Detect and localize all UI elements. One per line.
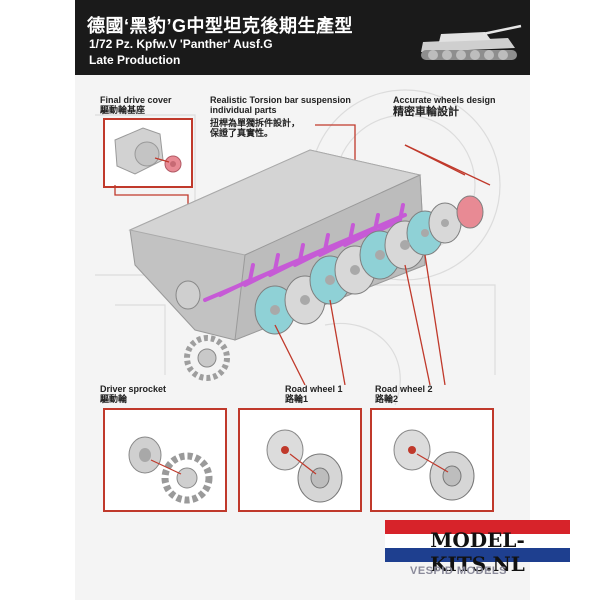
- watermark-text: MODEL-KITS.NL: [430, 528, 525, 576]
- title-english: 1/72 Pz. Kpfw.V 'Panther' Ausf.G Late Pr…: [89, 36, 273, 68]
- final-drive-label-en: Final drive cover: [100, 95, 172, 105]
- brand-logo: VESPID MODELS: [410, 565, 507, 577]
- product-card: 德國‘黑豹’G中型坦克後期生產型 1/72 Pz. Kpfw.V 'Panthe…: [75, 0, 530, 600]
- torsion-bar-label-en2: individual parts: [210, 105, 277, 115]
- dutch-flag: [385, 520, 570, 562]
- wheels-design-label-zh: 精密車輪設計: [393, 106, 459, 118]
- road-wheel-1-label-en: Road wheel 1: [285, 384, 343, 394]
- title-english-line2: Late Production: [89, 53, 181, 67]
- driver-sprocket-illustration: [128, 436, 213, 504]
- final-drive-label: Final drive cover 驅動輪基座: [100, 95, 172, 115]
- wheels-design-label-en: Accurate wheels design: [393, 95, 496, 105]
- torsion-bar-label-en1: Realistic Torsion bar suspension: [210, 95, 351, 105]
- road-wheel-1-illustration: [266, 429, 343, 503]
- title-chinese: 德國‘黑豹’G中型坦克後期生產型: [87, 16, 354, 36]
- torsion-bar-label-zh2: 保證了真實性。: [210, 128, 274, 138]
- header-banner: 德國‘黑豹’G中型坦克後期生產型 1/72 Pz. Kpfw.V 'Panthe…: [75, 0, 530, 75]
- driver-sprocket-label: Driver sprocket 驅動輪: [100, 384, 166, 404]
- torsion-bar-label: Realistic Torsion bar suspension individ…: [210, 95, 351, 138]
- road-wheel-2-label: Road wheel 2 路輪2: [375, 384, 433, 404]
- road-wheel-2-label-zh: 路輪2: [375, 394, 399, 404]
- final-drive-box: [103, 118, 193, 188]
- road-wheel-1-box: [238, 408, 362, 512]
- final-drive-illustration: [114, 127, 182, 175]
- wheels-design-label: Accurate wheels design 精密車輪設計: [393, 95, 496, 119]
- driver-sprocket-label-zh: 驅動輪: [100, 394, 128, 404]
- tank-photo: [403, 4, 528, 72]
- torsion-bar-label-zh1: 扭桿為單獨拆件設計，: [210, 118, 301, 128]
- road-wheel-2-illustration: [393, 429, 475, 501]
- road-wheel-1-label: Road wheel 1 路輪1: [285, 384, 343, 404]
- road-wheel-1-label-zh: 路輪1: [285, 394, 309, 404]
- final-drive-label-zh: 驅動輪基座: [100, 105, 146, 115]
- road-wheel-2-box: [370, 408, 494, 512]
- road-wheel-2-label-en: Road wheel 2: [375, 384, 433, 394]
- title-english-line1: 1/72 Pz. Kpfw.V 'Panther' Ausf.G: [89, 37, 273, 51]
- driver-sprocket-box: [103, 408, 227, 512]
- watermark-logo: MODEL-KITS.NL: [385, 520, 570, 580]
- driver-sprocket-label-en: Driver sprocket: [100, 384, 167, 394]
- hull-illustration: [114, 124, 491, 385]
